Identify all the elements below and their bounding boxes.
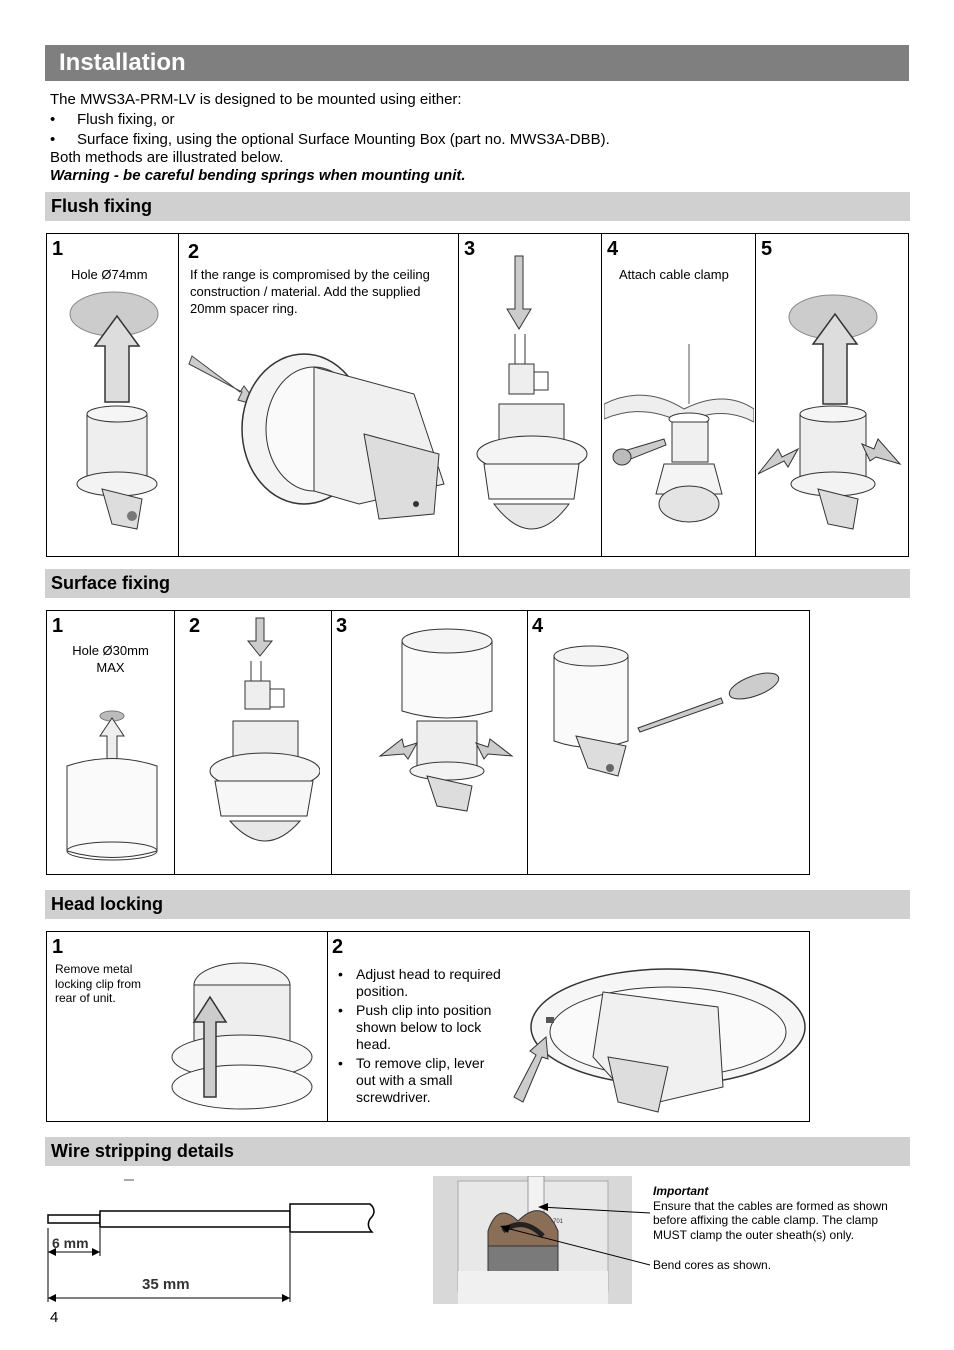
surface-step-2-illustration [209,617,320,842]
step-caption: Remove metal locking clip from rear of u… [55,962,142,1005]
surface-step-1: 1 Hole Ø30mm MAX [47,611,174,874]
surface-step-4-illustration [553,645,780,777]
intro-line: The MWS3A-PRM-LV is designed to be mount… [50,91,462,108]
dimension-35mm: 35 mm [142,1276,190,1293]
flush-step-4: 4 Attach cable clamp [601,234,755,556]
instruction-item: Push clip into position shown below to l… [332,1002,507,1053]
bullet-text: Surface fixing, using the optional Surfa… [77,131,610,148]
page-title: Installation [45,45,909,81]
flush-step-1-illustration [69,291,159,530]
flush-step-2: 2 If the range is compromised by the cei… [178,234,458,556]
caption-line: MAX [96,660,125,675]
step-number: 3 [336,615,348,637]
dimension-6mm: 6 mm [52,1235,89,1251]
surface-step-3: 3 [331,611,527,874]
instruction-item: Adjust head to required position. [332,966,507,1000]
step-number: 2 [188,241,200,263]
step-number: 2 [189,615,201,637]
page-number: 4 [50,1309,59,1326]
flush-step-3-illustration [476,255,588,530]
surface-fixing-panel: 1 Hole Ø30mm MAX 2 3 [46,610,810,875]
surface-step-1-illustration [66,710,158,861]
surface-step-4: 4 [527,611,811,874]
step-caption: Hole Ø30mm MAX [47,642,174,676]
important-note: Important Ensure that the cables are for… [653,1184,913,1242]
head-locking-step-2: 2 Adjust head to required position. Push… [327,932,811,1121]
step-number: 1 [52,936,64,958]
step-number: 4 [607,238,619,260]
wire-stripping-diagram [47,1179,375,1302]
flush-step-5: 5 [755,234,910,556]
important-title: Important [653,1184,709,1198]
step-number: 1 [52,615,64,637]
head-locking-step-2-illustration [513,968,806,1113]
flush-fixing-panel: 1 Hole Ø74mm 2 If the range is compromis… [46,233,909,557]
important-text: Ensure that the cables are formed as sho… [653,1198,888,1242]
step-number: 4 [532,615,544,637]
surface-step-2: 2 [174,611,331,874]
section-heading-wire-stripping: Wire stripping details [45,1137,910,1166]
instruction-item: To remove clip, lever out with a small s… [332,1055,507,1106]
surface-step-3-illustration [378,628,514,812]
warning-text: Warning - be careful bending springs whe… [50,167,466,184]
flush-step-2-illustration [188,353,445,520]
caption-line: Hole Ø30mm [72,643,149,658]
section-heading-surface: Surface fixing [45,569,910,598]
head-locking-panel: 1 Remove metal locking clip from rear of… [46,931,810,1122]
bullet-text: Flush fixing, or [77,111,175,128]
cable-forming-photo: -701 [433,1176,632,1304]
flush-step-5-illustration [758,294,902,530]
step-caption: If the range is compromised by the ceili… [190,267,430,316]
head-locking-instructions: Adjust head to required position. Push c… [332,966,507,1108]
step-number: 2 [332,936,344,958]
flush-step-3: 3 [458,234,601,556]
step-number: 1 [52,238,64,260]
step-number: 3 [464,238,476,260]
intro-line: Both methods are illustrated below. [50,149,284,166]
flush-step-4-illustration [604,344,754,523]
head-locking-step-1-illustration [171,962,313,1110]
head-locking-step-1: 1 Remove metal locking clip from rear of… [47,932,327,1121]
flush-step-1: 1 Hole Ø74mm [47,234,178,556]
section-heading-flush: Flush fixing [45,192,910,221]
step-number: 5 [761,238,773,260]
bend-note: Bend cores as shown. [653,1258,772,1272]
photo-label: -701 [551,1219,564,1225]
section-heading-head-locking: Head locking [45,890,910,919]
step-caption: Attach cable clamp [619,267,729,282]
callout-lines [500,1203,651,1266]
step-caption: Hole Ø74mm [71,267,148,282]
